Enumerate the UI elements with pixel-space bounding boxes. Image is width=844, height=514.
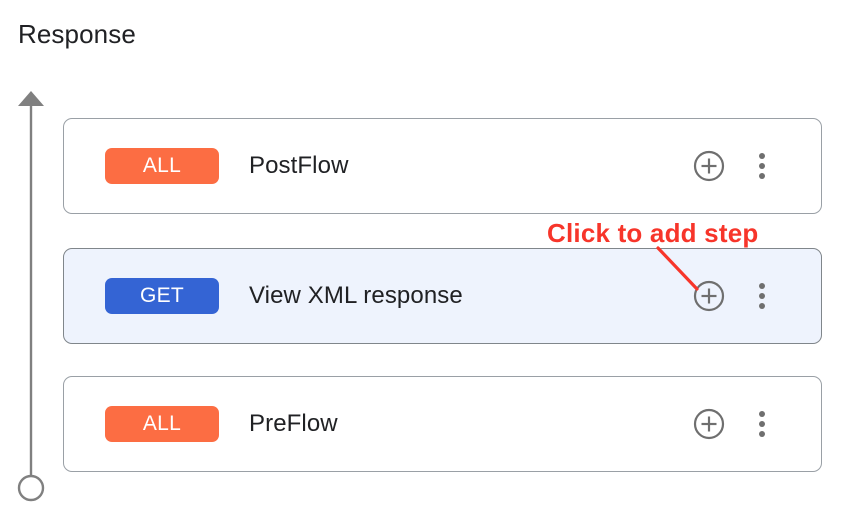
flow-row-view-xml-response[interactable]: GET View XML response: [63, 248, 822, 344]
annotation-label: Click to add step: [547, 218, 759, 248]
circle-plus-icon: [693, 408, 725, 440]
kebab-menu-icon-dot: [759, 173, 765, 179]
flow-direction-arrow: [0, 80, 64, 514]
flow-row-postflow[interactable]: ALL PostFlow: [63, 118, 822, 214]
flow-row-label: PreFlow: [249, 410, 338, 437]
kebab-menu-icon-dot: [759, 411, 765, 417]
row-menu-button[interactable]: [751, 150, 773, 182]
flow-direction-arrow-graphic: [17, 91, 45, 502]
kebab-menu-icon-dot: [759, 153, 765, 159]
circle-plus-icon: [693, 280, 725, 312]
row-menu-button[interactable]: [751, 408, 773, 440]
flow-row-preflow[interactable]: ALL PreFlow: [63, 376, 822, 472]
flow-row-label: PostFlow: [249, 152, 349, 179]
kebab-menu-icon-dot: [759, 293, 765, 299]
kebab-menu-icon-dot: [759, 163, 765, 169]
add-step-button-view-xml-response[interactable]: [693, 280, 725, 312]
circle-plus-icon: [693, 150, 725, 182]
kebab-menu-icon-dot: [759, 431, 765, 437]
row-menu-button[interactable]: [751, 280, 773, 312]
method-badge-all: ALL: [105, 406, 219, 442]
add-step-button[interactable]: [693, 408, 725, 440]
add-step-button[interactable]: [693, 150, 725, 182]
method-badge-all: ALL: [105, 148, 219, 184]
flow-row-label: View XML response: [249, 282, 463, 309]
method-badge-get: GET: [105, 278, 219, 314]
page-title: Response: [18, 19, 136, 49]
kebab-menu-icon-dot: [759, 283, 765, 289]
kebab-menu-icon-dot: [759, 421, 765, 427]
kebab-menu-icon-dot: [759, 303, 765, 309]
